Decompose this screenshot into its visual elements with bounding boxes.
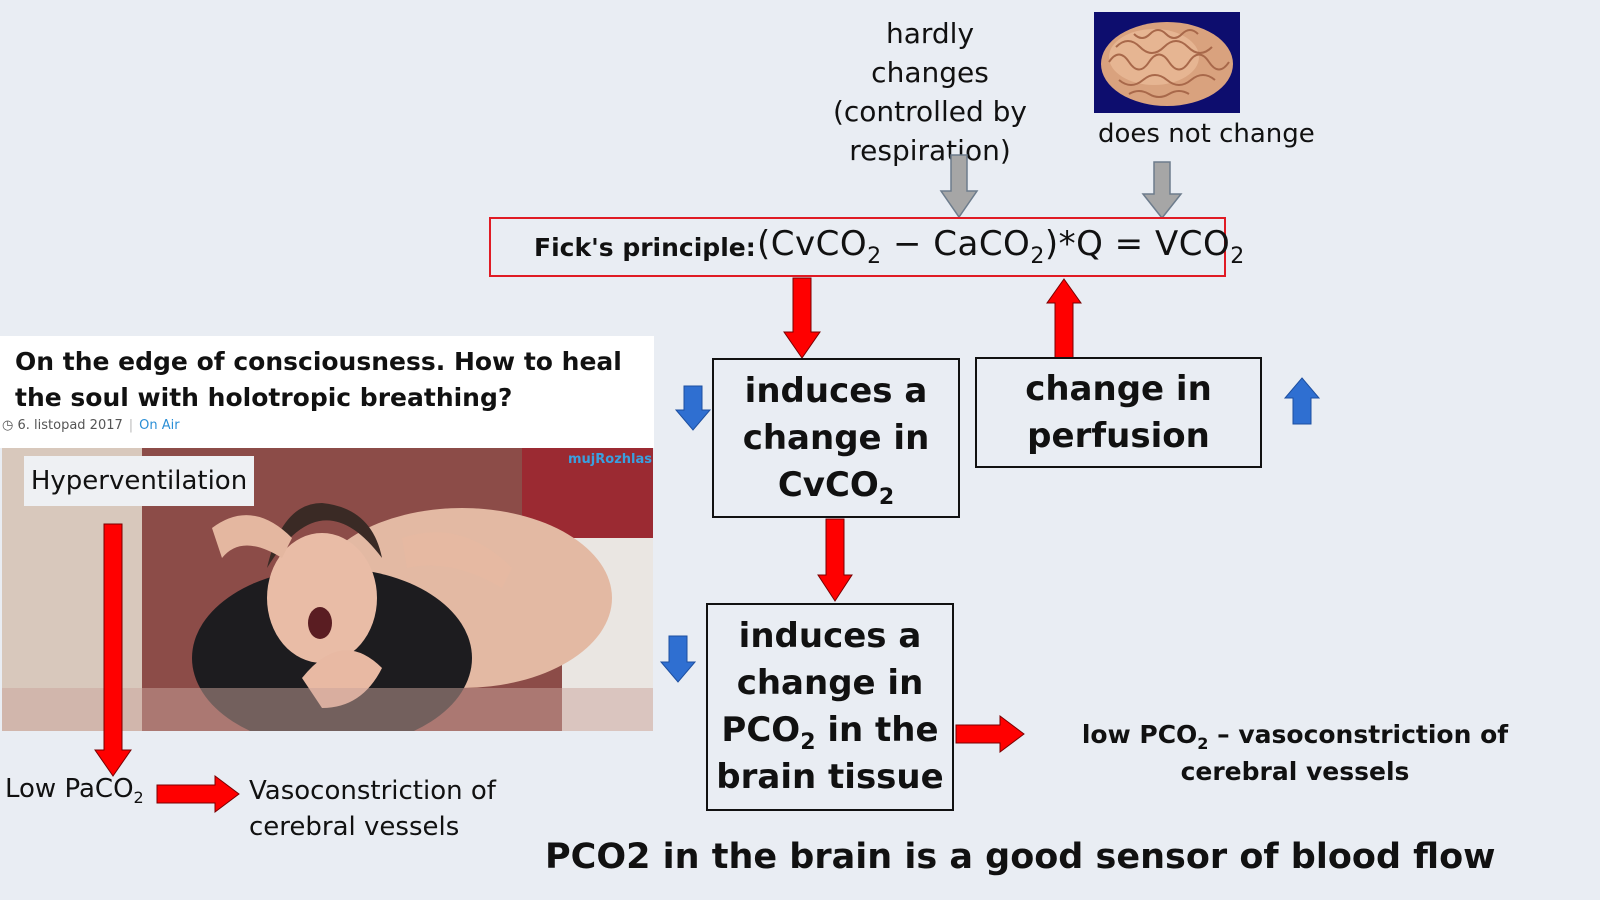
low-paco2-sub: 2: [133, 788, 144, 807]
red-down-arrow-to-cvco2: [783, 277, 821, 359]
low-pco2-text: low PCO2 – vasoconstriction of cerebral …: [1030, 716, 1560, 790]
article-date: 6. listopad 2017: [17, 418, 123, 433]
red-right-arrow-to-low-pco2: [955, 715, 1025, 753]
red-down-arrow-to-brain: [817, 518, 853, 602]
low-pco2-b: – vasoconstriction of cerebral vessels: [1180, 720, 1509, 786]
conclusion-text: PCO2 in the brain is a good sensor of bl…: [545, 837, 1496, 877]
note-line-3: respiration): [849, 134, 1011, 167]
blue-down-arrow-cvco2: [674, 385, 712, 431]
eq-sub-1: 2: [867, 244, 882, 269]
article-meta: ◷ 6. listopad 2017 | On Air: [2, 418, 180, 433]
box-perf-line-1: change in: [1025, 368, 1212, 409]
article-panel: [0, 336, 654, 448]
hyperventilation-label: Hyperventilation: [24, 456, 254, 506]
box-brain-line-1: induces a: [738, 616, 922, 656]
low-paco2-text: Low PaCO: [5, 774, 134, 804]
box-cv-line-1: induces a: [744, 370, 928, 411]
vasoconstriction-left-text: Vasoconstriction of cerebral vessels: [249, 776, 496, 842]
hardly-changes-note: hardly changes (controlled by respiratio…: [830, 14, 1030, 170]
red-up-arrow-from-perfusion: [1046, 278, 1082, 359]
article-title[interactable]: On the edge of consciousness. How to hea…: [15, 347, 622, 412]
brain-icon: [1101, 22, 1233, 106]
on-air-link[interactable]: On Air: [139, 418, 180, 433]
blue-down-arrow-brain: [659, 635, 697, 683]
gray-down-arrow-respiration: [939, 154, 979, 219]
box-perf-line-2: perfusion: [1027, 415, 1210, 456]
photo-watermark: mujRozhlas: [568, 452, 652, 467]
low-pco2-sub: 2: [1197, 734, 1209, 753]
eq-part-1: (CvCO: [757, 224, 868, 264]
fick-equation: (CvCO2 − CaCO2)*Q = VCO2: [757, 224, 1245, 268]
fick-label: Fick's principle:: [534, 233, 756, 262]
fick-principle-box: [489, 217, 1226, 277]
box-brain-sub: 2: [800, 730, 816, 755]
low-pco2-a: low PCO: [1081, 720, 1198, 749]
box-change-cvco2: induces a change in CvCO2: [712, 358, 960, 518]
box-cv-line-2: change in: [742, 417, 930, 458]
box-change-pco2-brain: induces a change in PCO2 in the brain ti…: [706, 603, 954, 811]
brain-image: [1094, 12, 1240, 113]
eq-part-3: )*Q = VCO: [1044, 224, 1231, 264]
low-paco2-label: Low PaCO2: [5, 774, 144, 807]
box-change-perfusion: change in perfusion: [975, 357, 1262, 468]
blue-up-arrow-perfusion: [1283, 377, 1321, 425]
eq-part-2: − CaCO: [881, 224, 1031, 264]
box-brain-line-3a: PCO: [721, 710, 801, 750]
note-line-1: hardly changes: [871, 17, 989, 89]
eq-sub-2: 2: [1030, 244, 1045, 269]
box-brain-line-4: brain tissue: [716, 757, 944, 797]
box-cv-sub: 2: [878, 484, 895, 510]
does-not-change-label: does not change: [1098, 119, 1315, 149]
red-right-arrow-vasoconstriction: [156, 775, 240, 813]
clock-icon: ◷: [2, 418, 14, 433]
red-down-arrow-photo: [94, 523, 132, 777]
meta-separator: |: [128, 418, 134, 433]
box-cv-line-3: CvCO: [777, 464, 879, 505]
note-line-2: (controlled by: [832, 95, 1027, 128]
box-brain-line-2: change in: [736, 663, 924, 703]
eq-sub-3: 2: [1230, 244, 1245, 269]
gray-down-arrow-brain: [1141, 161, 1183, 220]
box-brain-line-3b: in the: [815, 710, 939, 750]
